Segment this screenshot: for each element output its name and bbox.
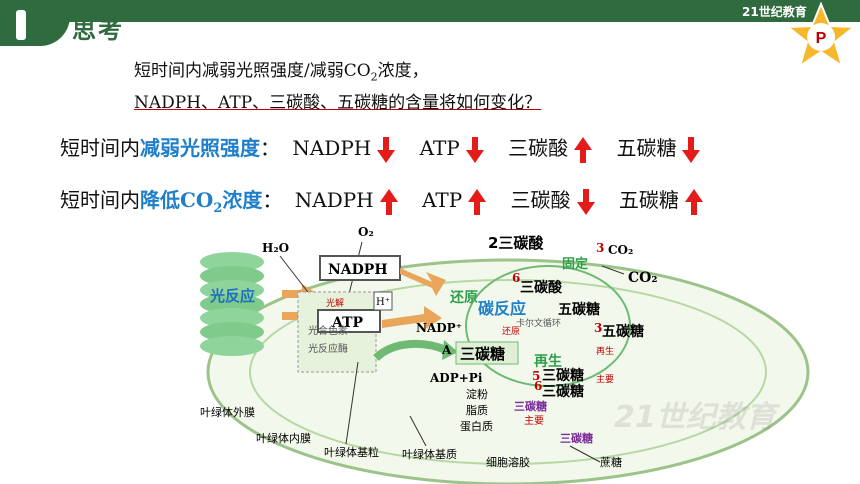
num-5: 5 — [532, 369, 540, 383]
thylakoid-stack — [200, 252, 264, 356]
c3-acid-mid: 三碳酸 — [520, 279, 563, 296]
inner-membrane-label: 叶绿体内膜 — [256, 431, 311, 445]
watermark: 21世纪教育 — [614, 400, 776, 435]
item-label: 三碳酸 — [510, 188, 571, 212]
star-badge-icon[interactable]: P — [786, 2, 856, 68]
nadp-plus-label: NADP⁺ — [416, 321, 462, 335]
oxygen-label: O₂ — [358, 225, 374, 239]
co2-big-label: CO₂ — [628, 270, 657, 286]
arrow-up-icon — [574, 136, 593, 163]
c3-acid-top: 2三碳酸 — [488, 234, 544, 252]
calvin-cycle-ring — [465, 265, 631, 387]
outer-membrane-label: 叶绿体外膜 — [200, 405, 255, 419]
item-label: NADPH — [294, 188, 374, 212]
lipid-label: 脂质 — [466, 403, 488, 417]
c3-sugar-a: 三碳糖 — [542, 367, 584, 384]
sucrose-label: 蔗糖 — [600, 455, 622, 469]
c3-sugar-c: 三碳糖 — [514, 399, 547, 413]
reduce-small-label: 还原 — [502, 325, 520, 337]
starch-label: 淀粉 — [466, 387, 488, 401]
fix-label: 固定 — [562, 256, 588, 272]
item-label: 三碳酸 — [508, 136, 569, 160]
num-6: 6 — [512, 271, 520, 285]
grana-label: 叶绿体基粒 — [324, 445, 379, 459]
regen-label: 再生 — [534, 353, 562, 370]
water-label: H₂O — [262, 241, 289, 255]
row-prefix: 短时间内 — [60, 188, 140, 212]
arrow-down-icon — [377, 136, 396, 163]
row-highlight: 减弱光照强度 — [140, 136, 260, 160]
co2-label: CO₂ — [608, 243, 633, 257]
stroma-label: 叶绿体基质 — [402, 447, 457, 461]
reduce-label: 还原 — [449, 289, 478, 306]
section-tab — [0, 0, 70, 46]
num-3b: 3 — [594, 321, 602, 335]
num-6b: 6 — [534, 379, 542, 393]
header-bar — [0, 0, 860, 22]
atp-box — [317, 309, 381, 333]
item-label: ATP — [419, 136, 460, 160]
cytosol-label: 细胞溶胶 — [486, 455, 530, 469]
c3-box-label: 三碳糖 — [460, 345, 505, 363]
question-line-1: 短时间内减弱光照强度/减弱CO2浓度， — [134, 61, 429, 84]
inner-membrane — [249, 279, 767, 465]
pigment-label: 光合色素 — [308, 324, 348, 337]
c3-sugar-b: 三碳糖 — [542, 383, 584, 400]
answer-row-light: 短时间内减弱光照强度： NADPH ATP 三碳酸 五碳糖 — [60, 132, 712, 163]
item-label: 五碳糖 — [616, 136, 677, 160]
item-label: ATP — [422, 188, 463, 212]
item-label: 五碳糖 — [618, 188, 679, 212]
adp-label: ADP+Pi — [429, 371, 483, 385]
atp-label: ATP — [331, 315, 364, 331]
light-reaction-label: 光反应 — [209, 287, 255, 305]
item-label: NADPH — [292, 136, 372, 160]
dark-reaction-label: 碳反应 — [478, 299, 526, 318]
row-prefix: 短时间内 — [60, 136, 140, 160]
tab-notch — [16, 10, 26, 40]
c5-right: 五碳糖 — [602, 323, 644, 340]
main-label-2: 主要 — [524, 415, 544, 427]
question-line-2: NADPH、ATP、三碳酸、五碳糖的含量将如何变化？ — [134, 93, 542, 113]
answer-row-co2: 短时间内降低CO2浓度： NADPH ATP 三碳酸 五碳糖 — [60, 184, 715, 216]
badge-letter: P — [816, 30, 827, 47]
arrow-up-icon — [379, 188, 398, 215]
num-3a: 3 — [596, 241, 604, 255]
row-highlight: 降低CO2浓度 — [140, 188, 263, 216]
nadph-label: NADPH — [328, 262, 388, 278]
photolysis-label: 光解 — [326, 297, 344, 309]
calvin-label: 卡尔文循环 — [516, 317, 561, 329]
h-plus-label: H⁺ — [376, 297, 390, 308]
arrow-down-icon — [465, 136, 484, 163]
nadph-box — [319, 255, 401, 281]
chloroplast-diagram: 光反应 H₂O O₂ NADPH ATP 光解 H⁺ 光合色素 光反应酶 NAD… — [200, 225, 810, 484]
brand-logo: 21世纪教育 — [742, 5, 807, 19]
main-label-1: 主要 — [596, 373, 614, 385]
c5-mid: 五碳糖 — [558, 301, 600, 318]
arrow-down-icon — [682, 136, 701, 163]
section-title: 思考 — [72, 16, 124, 44]
protein-label: 蛋白质 — [460, 419, 493, 433]
enzyme-label: 光反应酶 — [308, 342, 348, 355]
arrow-down-icon — [576, 188, 595, 215]
arrow-up-icon — [468, 188, 487, 215]
regen-small-label: 再生 — [596, 345, 614, 357]
arrow-up-icon — [684, 188, 703, 215]
c3-sugar-box — [455, 341, 519, 365]
a-label: A — [441, 343, 452, 357]
c3-sugar-d: 三碳糖 — [560, 431, 593, 445]
